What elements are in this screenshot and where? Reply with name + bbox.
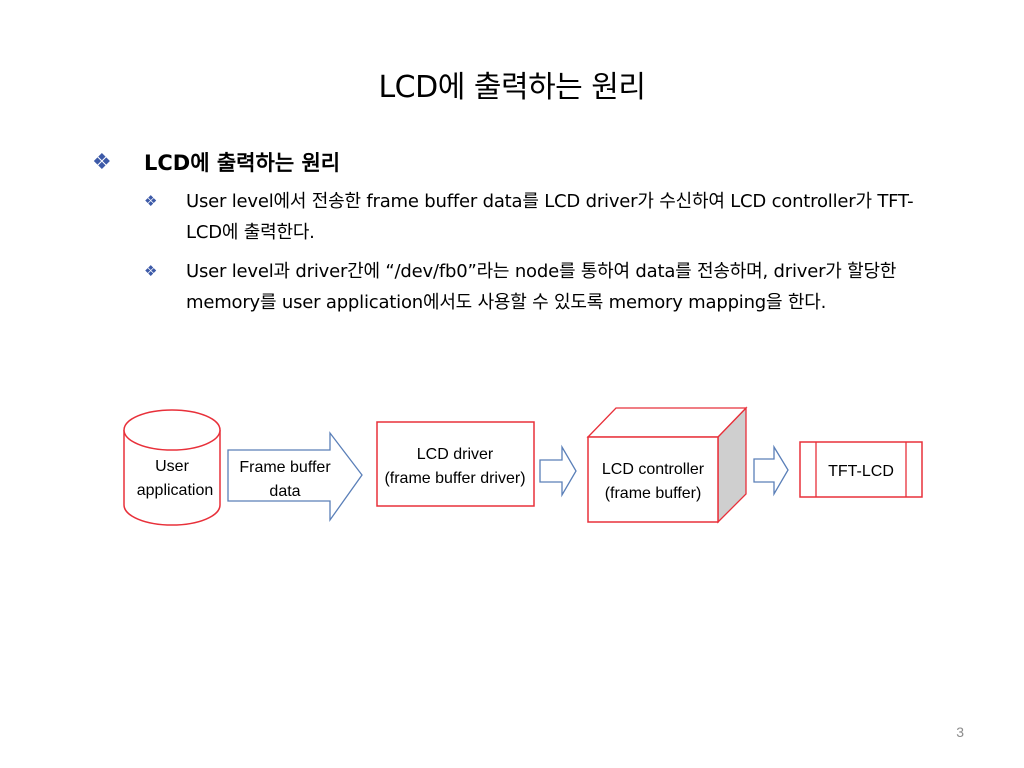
bullet-item: ❖ User level에서 전송한 frame buffer data를 LC… [144, 186, 942, 248]
diamond-bullet-icon: ❖ [144, 192, 158, 210]
bullet-heading-text: LCD에 출력하는 원리 [144, 151, 341, 175]
bullet-list: ❖ LCD에 출력하는 원리 ❖ User level에서 전송한 frame … [92, 146, 942, 318]
lcd-driver-label-line1: LCD driver [417, 446, 494, 463]
arrow-label-line2: data [269, 483, 300, 500]
lcd-driver-label-line2: (frame buffer driver) [384, 470, 525, 487]
diamond-bullet-icon: ❖ [92, 150, 112, 175]
frame-buffer-data-arrow: Frame buffer data [227, 431, 363, 523]
user-application-cylinder: User application [123, 409, 221, 526]
bullet-item-text: User level에서 전송한 frame buffer data를 LCD … [186, 191, 914, 243]
lcd-controller-label-line2: (frame buffer) [605, 485, 702, 502]
user-application-label-line2: application [137, 482, 214, 499]
small-arrow-icon [539, 444, 577, 498]
tft-lcd-label: TFT-LCD [828, 463, 894, 480]
bullet-item: ❖ User level과 driver간에 “/dev/fb0”라는 node… [144, 256, 942, 318]
small-arrow-icon [753, 444, 789, 497]
arrow-label-line1: Frame buffer [239, 459, 331, 476]
diamond-bullet-icon: ❖ [144, 262, 158, 280]
slide-title: LCD에 출력하는 원리 [378, 70, 646, 105]
bullet-item-text: User level과 driver간에 “/dev/fb0”라는 node를 … [186, 261, 897, 313]
lcd-driver-box: LCD driver (frame buffer driver) [376, 421, 535, 507]
page-number: 3 [956, 724, 964, 740]
bullet-heading: ❖ LCD에 출력하는 원리 [92, 146, 942, 180]
tft-lcd-box: TFT-LCD [799, 441, 923, 498]
lcd-controller-label-line1: LCD controller [602, 461, 705, 478]
user-application-label-line1: User [155, 458, 189, 475]
lcd-controller-box: LCD controller (frame buffer) [586, 406, 748, 524]
